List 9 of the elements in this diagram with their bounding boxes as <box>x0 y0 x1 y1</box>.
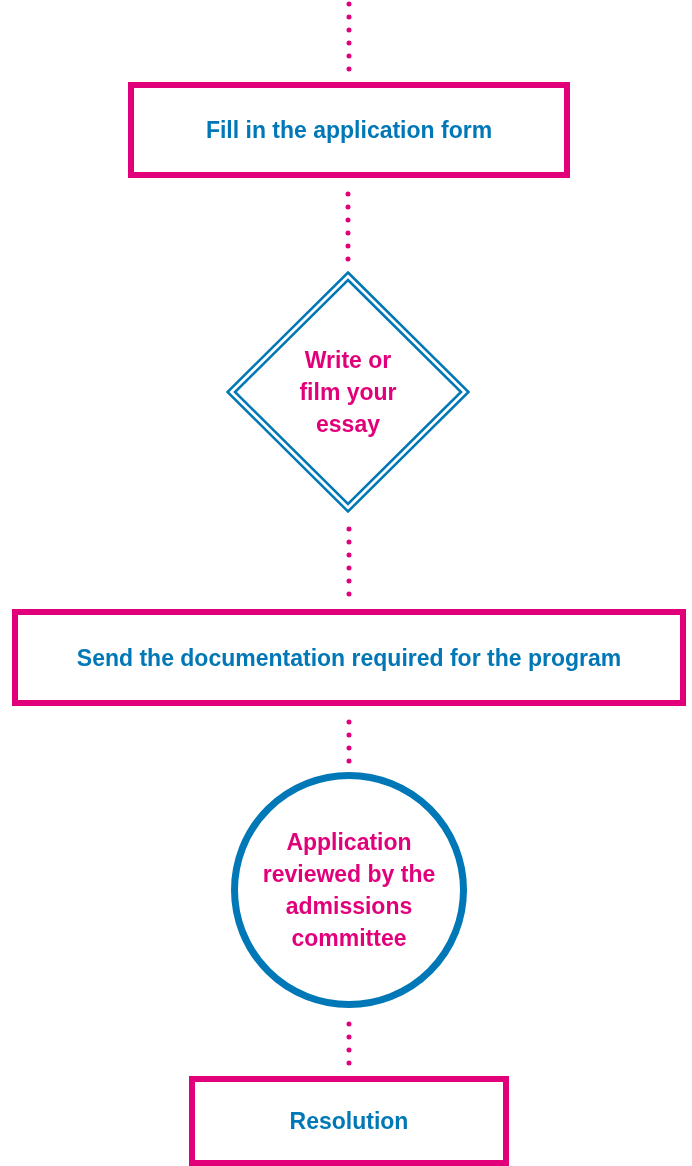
process-box <box>128 82 570 178</box>
step-text: Resolution <box>289 1107 409 1136</box>
step-text: Write or film your essay <box>298 346 398 439</box>
step-text: Fill in the application form <box>205 116 493 145</box>
decision-diamond <box>226 271 470 513</box>
process-box <box>189 1076 509 1166</box>
step-text: Send the documentation required for the program <box>76 643 622 673</box>
step-text: Application reviewed by the admissions committee <box>261 828 437 953</box>
process-box <box>12 609 686 706</box>
